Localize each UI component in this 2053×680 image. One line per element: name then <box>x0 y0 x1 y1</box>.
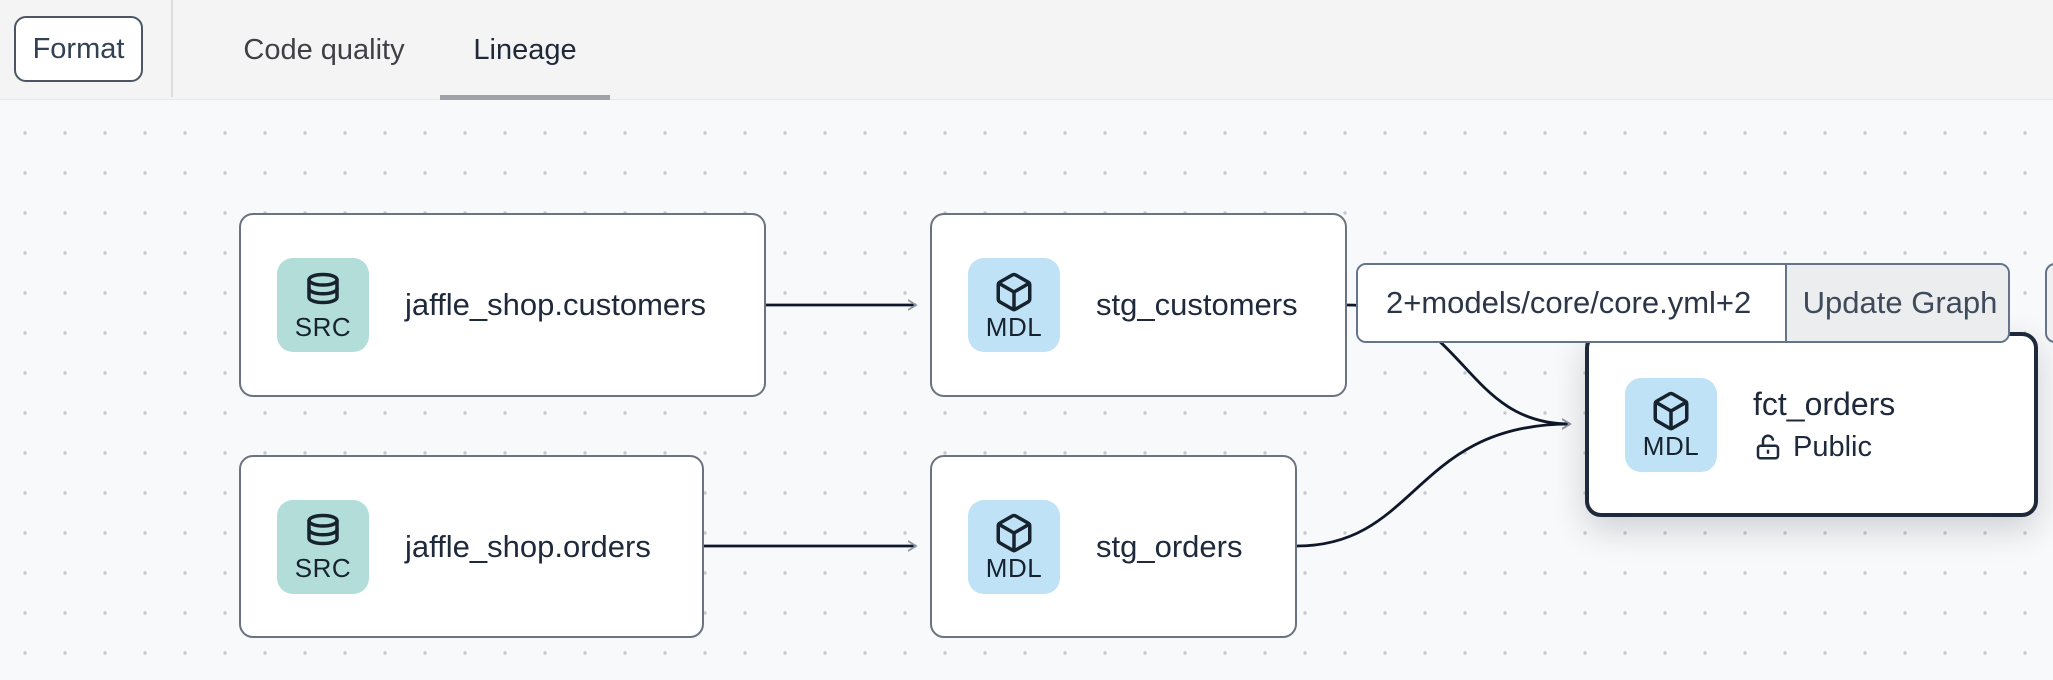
access-row: Public <box>1753 431 1895 464</box>
badge-label: MDL <box>985 311 1043 342</box>
node-jaffle-shop-orders[interactable]: SRC jaffle_shop.orders <box>239 455 704 638</box>
format-button[interactable]: Format <box>14 16 143 82</box>
tab-code-quality-label: Code quality <box>243 33 405 66</box>
node-label: fct_orders <box>1753 385 1896 422</box>
source-badge: SRC <box>277 499 369 594</box>
toolbar-divider <box>171 0 173 97</box>
cube-icon <box>1653 391 1689 431</box>
model-badge: MDL <box>968 258 1060 352</box>
tab-code-quality[interactable]: Code quality <box>208 0 440 100</box>
access-label: Public <box>1793 430 1872 463</box>
node-stg-orders[interactable]: MDL stg_orders <box>930 455 1297 638</box>
node-stg-customers[interactable]: MDL stg_customers <box>930 213 1347 397</box>
node-label: jaffle_shop.customers <box>405 287 706 322</box>
update-graph-button[interactable]: Update Graph <box>1785 265 2008 341</box>
database-icon <box>307 272 339 304</box>
edge-stgorders-to-fct <box>1296 424 1570 548</box>
cube-icon <box>996 513 1032 553</box>
tab-lineage-label: Lineage <box>473 33 577 66</box>
badge-label: SRC <box>294 553 352 583</box>
source-badge: SRC <box>277 258 369 352</box>
node-fct-orders[interactable]: MDL fct_orders Public <box>1585 332 2038 517</box>
graph-selector-group: Update Graph <box>1356 263 2010 343</box>
node-label: stg_customers <box>1096 287 1298 322</box>
clipped-right-button[interactable] <box>2045 263 2053 343</box>
badge-label: MDL <box>985 553 1043 583</box>
database-icon <box>307 513 339 546</box>
badge-label: SRC <box>294 311 352 342</box>
cube-icon <box>996 272 1032 311</box>
lineage-canvas[interactable]: SRC jaffle_shop.customers MDL stg_custom… <box>0 100 2053 680</box>
node-label: jaffle_shop.orders <box>405 528 651 564</box>
top-toolbar: Format Code quality Lineage <box>0 0 2053 100</box>
node-text: fct_orders Public <box>1753 386 1895 464</box>
selector-input[interactable] <box>1358 265 1785 341</box>
badge-label: MDL <box>1642 431 1700 461</box>
tab-lineage[interactable]: Lineage <box>440 0 610 100</box>
node-jaffle-shop-customers[interactable]: SRC jaffle_shop.customers <box>239 213 766 397</box>
model-badge: MDL <box>1625 377 1717 472</box>
active-tab-underline <box>440 95 610 100</box>
model-badge: MDL <box>968 499 1060 594</box>
node-label: stg_orders <box>1096 528 1243 564</box>
unlock-icon <box>1756 434 1780 460</box>
